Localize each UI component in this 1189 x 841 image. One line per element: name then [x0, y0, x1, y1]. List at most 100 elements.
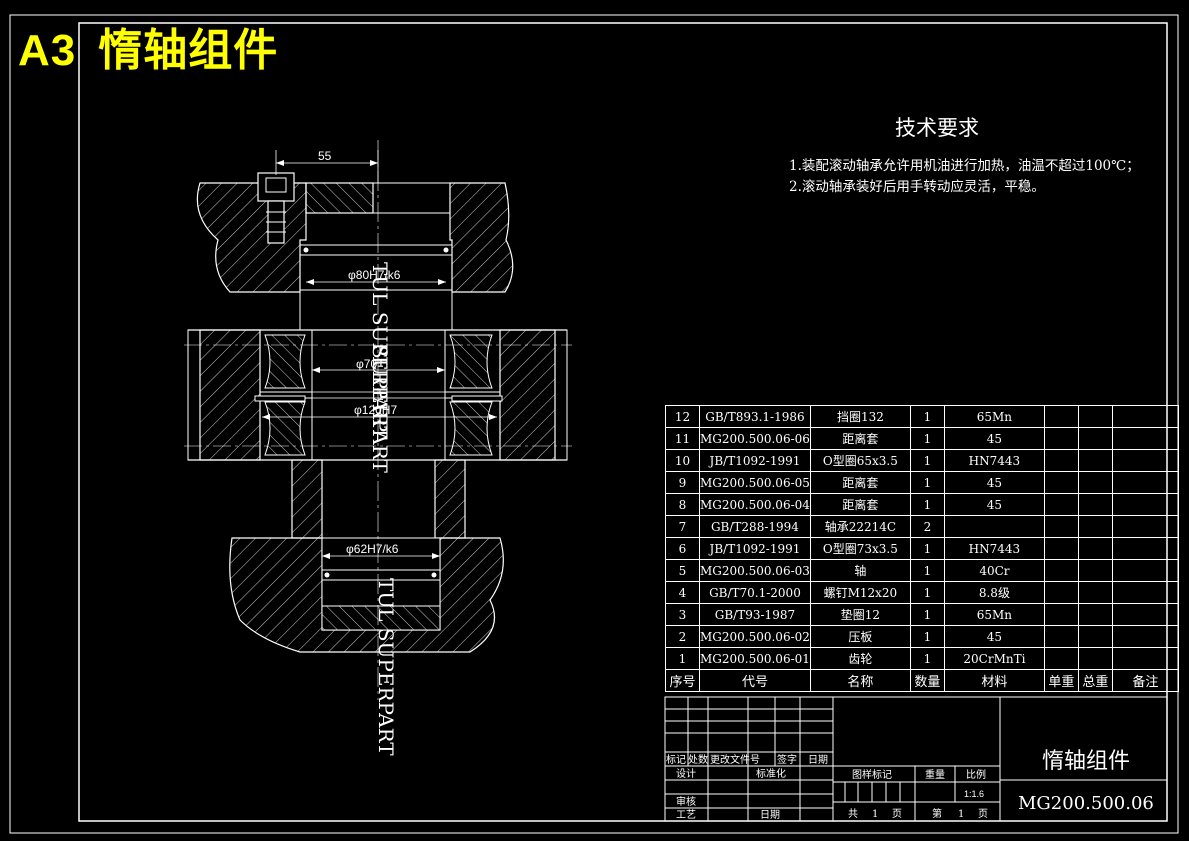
tb-ye2: 页 — [978, 808, 988, 820]
sheet-name: 惰轴组件 — [98, 26, 279, 75]
bom-cell — [1077, 471, 1113, 494]
tb-gengai: 更改文件号 — [710, 753, 760, 766]
top-housing — [196, 172, 514, 330]
tb-biaozhunhua: 标准化 — [756, 767, 786, 780]
bom-cell: 7 — [665, 515, 700, 538]
bom-header-cell: 单重 — [1043, 669, 1079, 692]
bom-cell — [1111, 427, 1179, 450]
tb-di-n: 1 — [958, 809, 964, 820]
bom-cell: 轴承22214C — [809, 515, 911, 538]
bom-cell: MG200.500.06-05 — [699, 471, 811, 494]
bom-cell: 45 — [943, 471, 1045, 494]
bom-cell: JB/T1092-1991 — [699, 537, 811, 560]
bom-cell — [1043, 647, 1079, 670]
dimension-phi70: φ70 — [312, 357, 445, 373]
bom-cell — [1077, 603, 1113, 626]
bom-cell — [1043, 405, 1079, 428]
bom-cell: 2 — [665, 625, 700, 648]
bom-cell: HN7443 — [943, 449, 1045, 472]
tech-line-1: 1.装配滚动轴承允许用机油进行加热，油温不超过100℃； — [789, 158, 1140, 174]
bom-cell: 1 — [909, 471, 945, 494]
bom-cell: 齿轮 — [809, 647, 911, 670]
bom-cell: GB/T70.1-2000 — [699, 581, 811, 604]
bom-cell: GB/T93-1987 — [699, 603, 811, 626]
watermark-2: SUPERPART — [368, 345, 392, 473]
bom-cell: 2 — [909, 515, 945, 538]
bom-cell: 轴 — [809, 559, 911, 582]
bom-cell: 1 — [909, 493, 945, 516]
bom-cell: MG200.500.06-01 — [699, 647, 811, 670]
bom-cell — [1077, 427, 1113, 450]
bom-header-cell: 材料 — [943, 669, 1045, 692]
tb-drawing-code: MG200.500.06 — [1018, 793, 1154, 814]
tech-heading: 技术要求 — [895, 116, 979, 140]
bom-cell: 9 — [665, 471, 700, 494]
bom-cell — [1077, 647, 1113, 670]
bom-cell — [943, 515, 1045, 538]
bom-cell: HN7443 — [943, 537, 1045, 560]
tb-shenhe: 审核 — [676, 795, 696, 808]
bom-cell — [1043, 603, 1079, 626]
tb-gong-n: 1 — [872, 809, 878, 820]
bom-header-row: 序号代号名称数量材料单重总重备注 — [665, 669, 1179, 692]
bom-cell: 距离套 — [809, 427, 911, 450]
bom-cell — [1111, 449, 1179, 472]
tb-riqi: 日期 — [808, 754, 828, 766]
bom-cell: 1 — [909, 449, 945, 472]
bom-header-cell: 代号 — [699, 669, 811, 692]
bom-cell — [1077, 625, 1113, 648]
bom-cell — [1043, 427, 1079, 450]
bom-cell: 1 — [909, 581, 945, 604]
bom-cell — [1043, 515, 1079, 538]
tech-line-2: 2.滚动轴承装好后用手转动应灵活，平稳。 — [789, 179, 1045, 195]
bom-cell — [1077, 449, 1113, 472]
bom-cell: 5 — [665, 559, 700, 582]
bom-cell — [1077, 493, 1113, 516]
tb-di: 第 — [932, 807, 942, 820]
bom-cell: 40Cr — [943, 559, 1045, 582]
bom-cell: 挡圈132 — [809, 405, 911, 428]
bom-cell — [1043, 581, 1079, 604]
bom-cell: 45 — [943, 427, 1045, 450]
bom-cell: 1 — [909, 405, 945, 428]
tb-sheji: 设计 — [676, 767, 696, 780]
dim-phi70-label: φ70 — [356, 357, 377, 371]
bom-cell — [1043, 625, 1079, 648]
tb-zhongliang: 重量 — [925, 768, 945, 781]
tb-ye: 页 — [892, 808, 902, 820]
bom-cell — [1111, 625, 1179, 648]
bom-cell: MG200.500.06-02 — [699, 625, 811, 648]
bom-cell — [1043, 559, 1079, 582]
bom-cell: 65Mn — [943, 603, 1045, 626]
bom-header-cell: 备注 — [1111, 669, 1179, 692]
title-block-grid — [664, 696, 1168, 822]
bom-cell: 距离套 — [809, 493, 911, 516]
dim-phi62-label: φ62H7/k6 — [346, 542, 399, 556]
tb-qianzi: 签字 — [777, 753, 797, 766]
tb-chushu: 处数 — [688, 753, 708, 766]
bom-cell: 1 — [909, 647, 945, 670]
lower-housing — [229, 459, 504, 653]
bom-cell: 1 — [909, 537, 945, 560]
bom-cell: 45 — [943, 625, 1045, 648]
dimension-phi80: φ80H7/k6 — [306, 268, 446, 285]
bom-cell: 45 — [943, 493, 1045, 516]
bom-cell: 8 — [665, 493, 700, 516]
bom-cell: 距离套 — [809, 471, 911, 494]
tb-gong: 共 — [848, 808, 858, 820]
watermark-3: TUL SUPERPART — [374, 578, 398, 756]
bom-cell: GB/T288-1994 — [699, 515, 811, 538]
